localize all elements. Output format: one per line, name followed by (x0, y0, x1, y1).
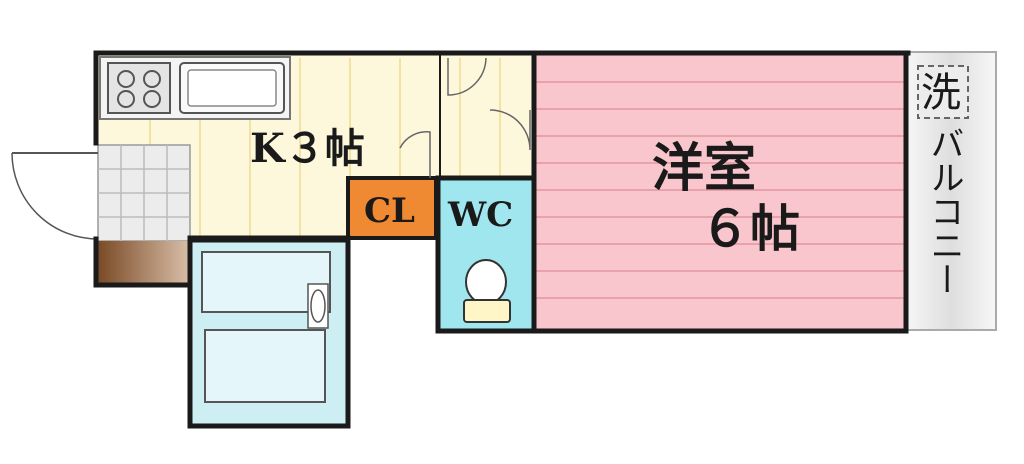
western-room: 洋室 ６帖 (534, 55, 906, 331)
interior-door-swing (399, 57, 531, 178)
toilet-room: WC (435, 175, 537, 334)
walls (93, 50, 911, 334)
kitchen-floor-stripes (149, 58, 501, 237)
western-room-size: ６帖 (700, 199, 800, 258)
entry-tile (97, 144, 191, 242)
bathtub-inner (204, 329, 326, 403)
sink-icon (179, 62, 285, 114)
balcony-label: バルコニー (924, 126, 964, 296)
stove-icon (107, 62, 171, 114)
washer-box (917, 65, 969, 119)
genkan-floor (98, 241, 190, 283)
bathroom (187, 237, 351, 429)
kitchen-label: K３帖 (250, 125, 365, 172)
wc-label: WC (447, 195, 513, 235)
balcony: 洗 バルコニー (905, 51, 997, 331)
door-swing-icon (11, 152, 99, 240)
closet: CL (346, 176, 438, 240)
western-room-label: 洋室 (652, 138, 756, 199)
washbasin-icon (307, 283, 329, 329)
western-floor-lines (534, 81, 906, 299)
toilet-icon (463, 259, 511, 323)
washer-label: 洗 (921, 70, 961, 116)
closet-label: CL (364, 191, 415, 231)
